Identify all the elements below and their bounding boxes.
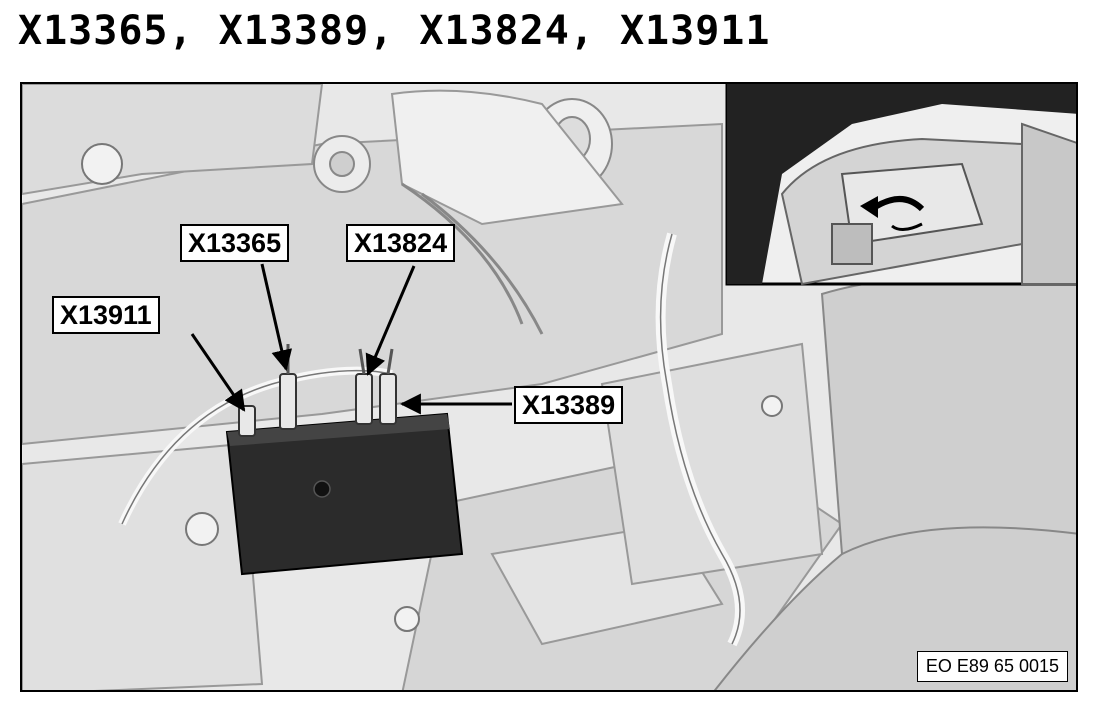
inset-detail: [725, 84, 1076, 286]
callout-x13824: X13824: [346, 224, 456, 262]
arrow-icon: [260, 263, 293, 372]
control-module: [225, 412, 464, 576]
page-title: X13365, X13389, X13824, X13911: [18, 8, 771, 54]
rotate-arrow-icon: [860, 196, 925, 231]
callout-x13365: X13365: [180, 224, 290, 262]
engine-bay-illustration: [22, 84, 1076, 690]
diagram-figure: X13365 X13824 X13911 X13389 EO E89 65 00…: [20, 82, 1078, 692]
arrow-icon: [190, 333, 246, 412]
arrow-icon: [365, 265, 416, 376]
connector-icon: [238, 344, 397, 437]
callout-x13389: X13389: [514, 386, 624, 424]
figure-reference: EO E89 65 0015: [916, 651, 1068, 682]
callout-x13911: X13911: [52, 296, 160, 334]
